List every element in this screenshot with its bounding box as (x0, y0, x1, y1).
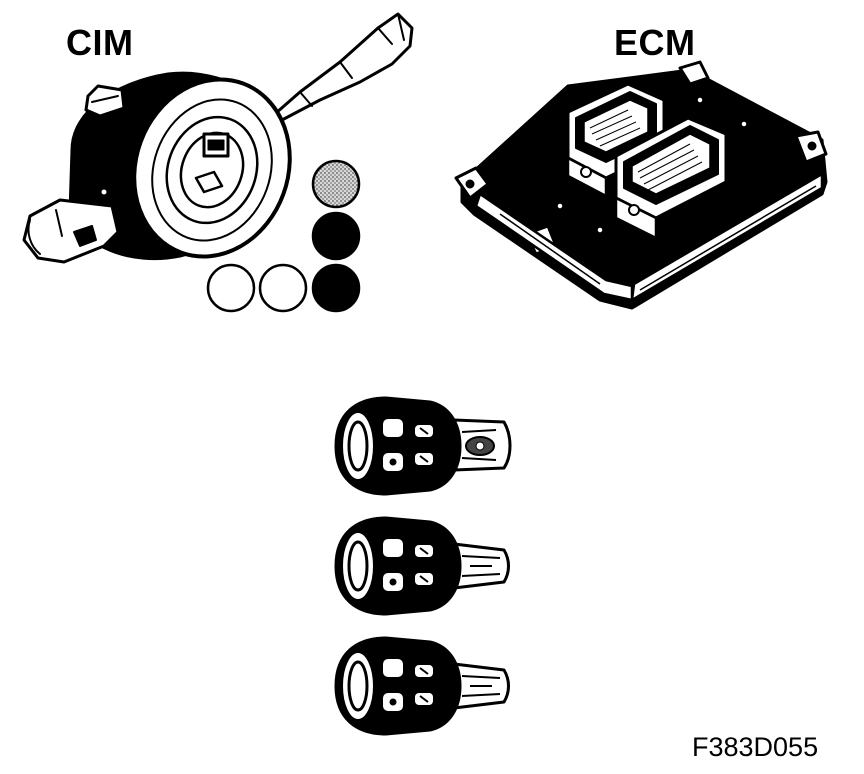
indicator-dot-white (258, 263, 308, 313)
cim-right-stalk (266, 12, 414, 122)
key-fobs (334, 396, 512, 736)
indicator-dot-black (311, 263, 361, 313)
ecm-label: ECM (614, 22, 696, 63)
cim-module-illustration (22, 12, 414, 264)
key-fob-1 (334, 396, 512, 496)
indicator-dot-black (311, 211, 361, 261)
indicator-dots (206, 159, 361, 313)
figure-code: F383D055 (692, 732, 819, 762)
key-fob-3 (334, 636, 510, 736)
cim-left-stalk (22, 198, 120, 264)
ecm-module-illustration (454, 60, 828, 310)
ecm-connector-2 (614, 116, 728, 240)
indicator-dot-white (206, 263, 256, 313)
key-fob-2 (334, 516, 510, 616)
cim-label: CIM (66, 22, 134, 63)
indicator-dot-gray (311, 159, 361, 209)
